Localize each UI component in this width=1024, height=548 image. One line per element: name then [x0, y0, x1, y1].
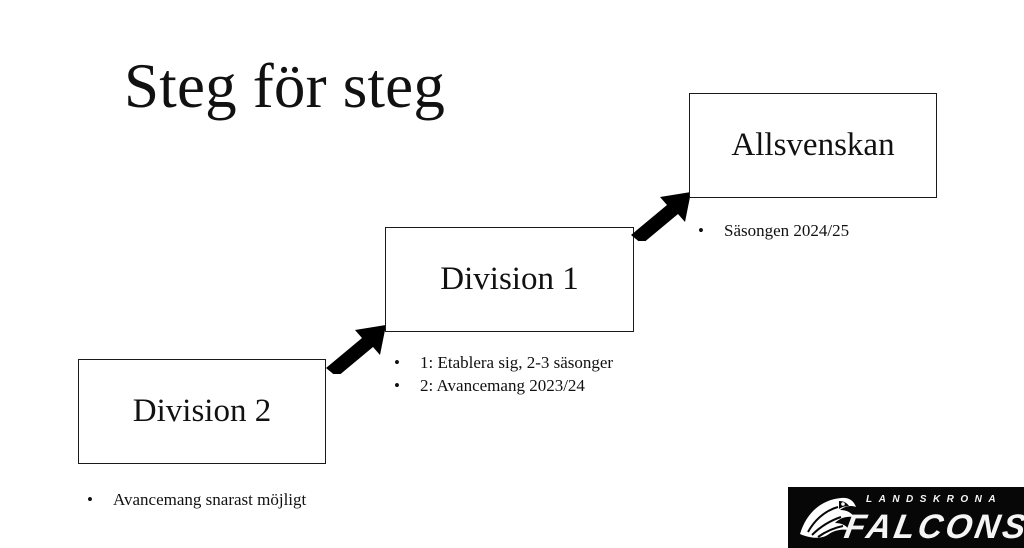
logo-main-text: FALCONS: [841, 508, 1024, 546]
division-1-bullet-1-text: 1: Etablera sig, 2-3 säsonger: [420, 353, 614, 372]
division-1-box: Division 1: [385, 227, 634, 332]
division-1-bullet-2-text: 2: Avancemang 2023/24: [420, 376, 585, 395]
step-arrow-icon: [631, 192, 691, 241]
allsvenskan-bullets: • Säsongen 2024/25: [696, 220, 926, 241]
division-1-bullets: • 1: Etablera sig, 2-3 säsonger • 2: Ava…: [392, 352, 622, 396]
slide-title: Steg för steg: [124, 51, 446, 121]
logo-top-text: LANDSKRONA: [866, 494, 1003, 505]
bullet-icon: •: [394, 376, 400, 395]
division-2-box: Division 2: [78, 359, 326, 464]
bullet-icon: •: [87, 490, 93, 509]
division-1-bullet-1: • 1: Etablera sig, 2-3 säsonger: [392, 352, 622, 373]
allsvenskan-box: Allsvenskan: [689, 93, 937, 198]
division-2-bullets: • Avancemang snarast möjligt: [85, 489, 325, 510]
falcon-head-logo-icon: [800, 497, 856, 538]
division-1-bullet-2: • 2: Avancemang 2023/24: [392, 375, 622, 396]
step-arrow-icon: [326, 325, 386, 374]
bullet-icon: •: [394, 353, 400, 372]
allsvenskan-bullet-1: • Säsongen 2024/25: [696, 220, 926, 241]
allsvenskan-label: Allsvenskan: [731, 127, 895, 163]
bullet-icon: •: [698, 221, 704, 240]
step-arrow-shape-1: [326, 325, 386, 374]
division-1-label: Division 1: [440, 261, 579, 297]
step-arrow-shape-2: [631, 192, 691, 241]
division-2-bullet-1: • Avancemang snarast möjligt: [85, 489, 325, 510]
landskrona-falcons-logo: [788, 487, 1024, 548]
allsvenskan-bullet-1-text: Säsongen 2024/25: [724, 221, 850, 240]
division-2-bullet-1-text: Avancemang snarast möjligt: [113, 490, 307, 509]
division-2-label: Division 2: [132, 393, 272, 429]
